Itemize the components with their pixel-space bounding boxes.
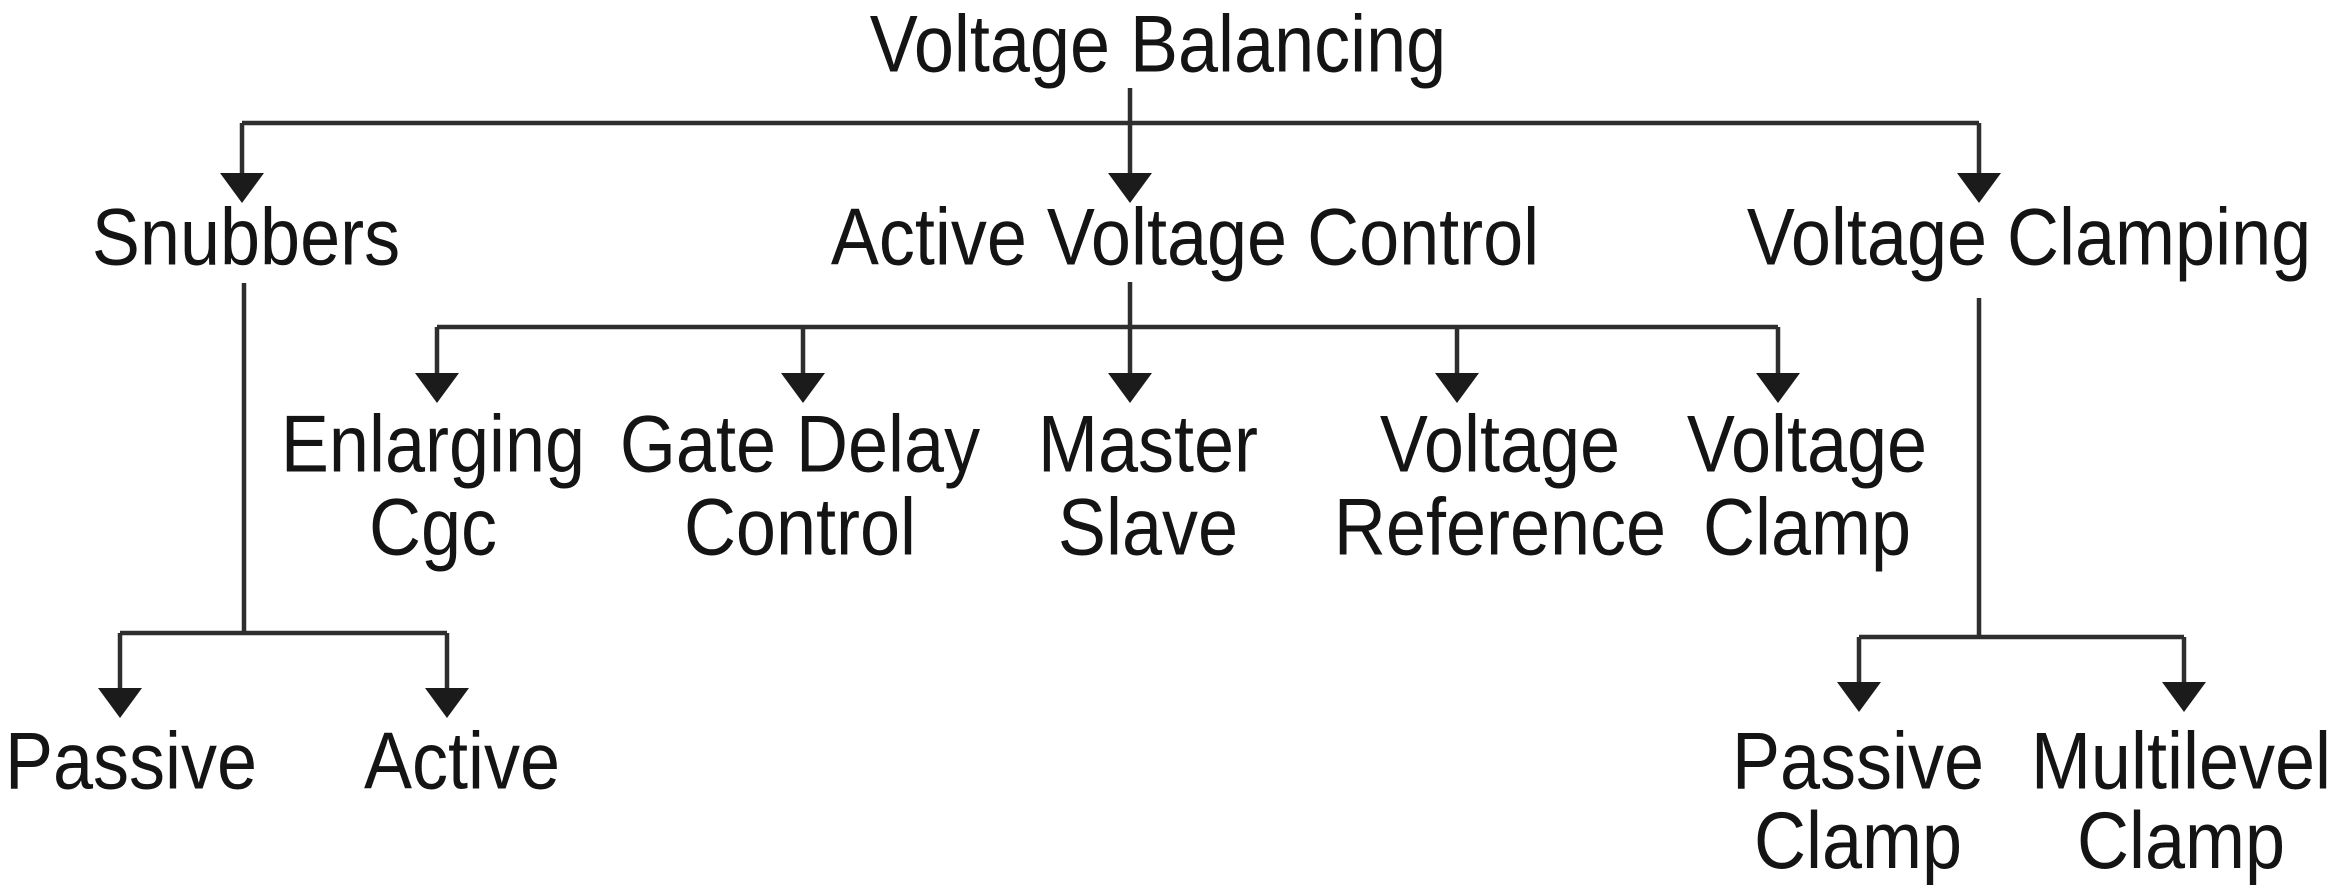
node-voltage-clamping-label: Voltage Clamping xyxy=(1747,193,2311,283)
node-master-slave-line1: Master xyxy=(1038,400,1258,490)
arrow-down-icon xyxy=(781,373,825,403)
arrow-down-icon xyxy=(1108,373,1152,403)
arrow-down-icon xyxy=(98,688,142,718)
node-gate-delay-control-line2: Control xyxy=(684,483,916,573)
node-voltage-clamp-line2: Clamp xyxy=(1703,483,1911,573)
arrow-down-icon xyxy=(1837,682,1881,712)
node-snubbers-label: Snubbers xyxy=(92,193,400,283)
node-multilevel-clamp-line1: Multilevel xyxy=(2031,717,2331,807)
arrow-down-icon xyxy=(415,373,459,403)
arrow-down-icon xyxy=(2162,682,2206,712)
arrow-down-icon xyxy=(425,688,469,718)
node-active-label: Active xyxy=(364,717,560,807)
node-voltage-clamp-line1: Voltage xyxy=(1687,400,1927,490)
node-enlarging-cgc-line2: Cgc xyxy=(369,483,497,573)
node-gate-delay-control-line1: Gate Delay xyxy=(620,400,981,490)
arrow-down-icon xyxy=(1756,373,1800,403)
node-enlarging-cgc-line1: Enlarging xyxy=(281,400,585,490)
node-voltage-reference-line2: Reference xyxy=(1334,483,1666,573)
node-master-slave-line2: Slave xyxy=(1058,483,1238,573)
node-multilevel-clamp-line2: Clamp xyxy=(2077,796,2285,886)
node-passive-clamp-line2: Clamp xyxy=(1754,796,1962,886)
node-active-voltage-control-label: Active Voltage Control xyxy=(831,193,1539,283)
arrow-down-icon xyxy=(1957,173,2001,203)
arrow-down-icon xyxy=(220,173,264,203)
arrow-down-icon xyxy=(1108,173,1152,203)
node-passive-label: Passive xyxy=(5,717,257,807)
node-passive-clamp-line1: Passive xyxy=(1732,717,1984,807)
arrow-down-icon xyxy=(1435,373,1479,403)
node-root-label: Voltage Balancing xyxy=(870,0,1446,90)
node-voltage-reference-line1: Voltage xyxy=(1380,400,1620,490)
